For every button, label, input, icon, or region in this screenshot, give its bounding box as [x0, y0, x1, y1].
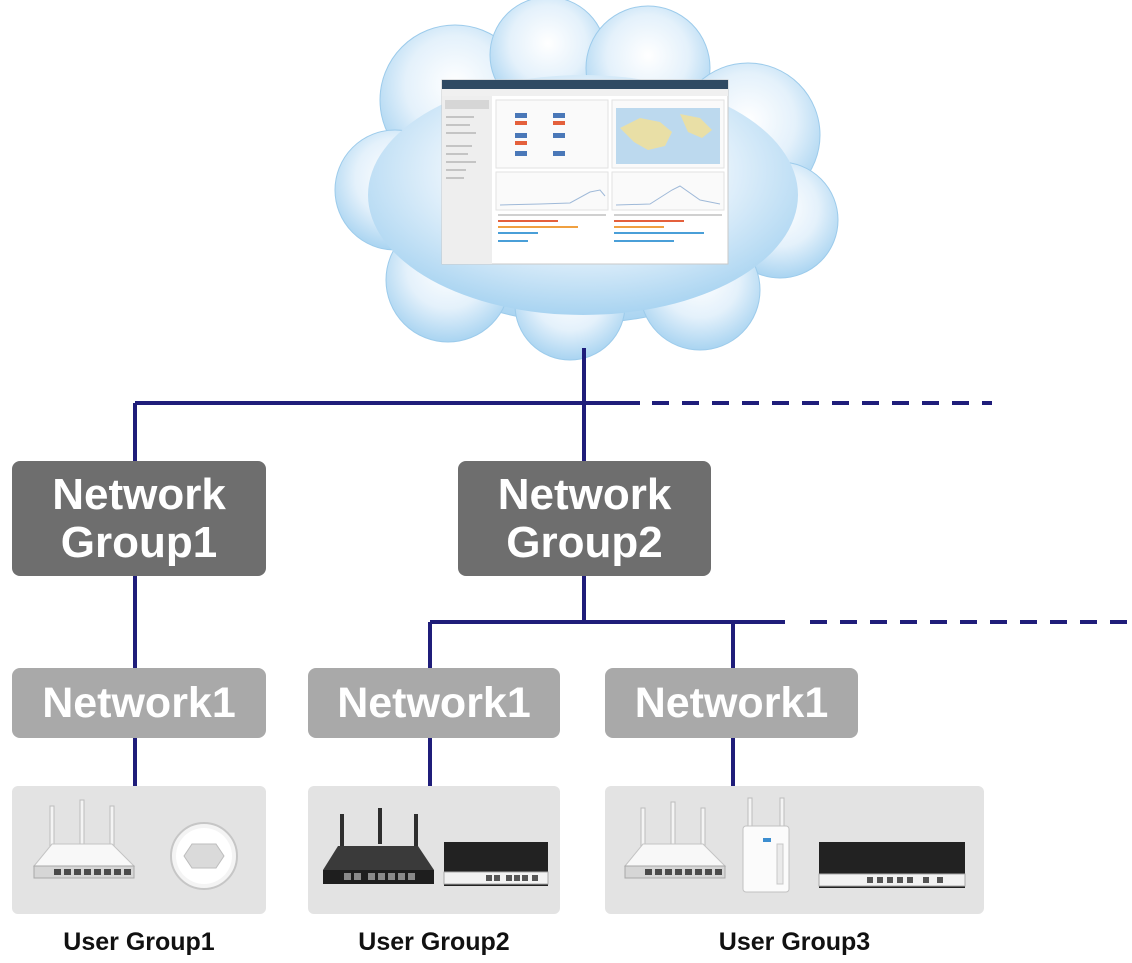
network1-box-user-group3: Network1 — [605, 668, 858, 738]
network-group1-box: Network Group1 — [12, 461, 266, 576]
range-extender-icon — [742, 797, 790, 893]
rack-router-icon — [443, 842, 549, 886]
network1-box-group1: Network1 — [12, 668, 266, 738]
network-group1-line2: Group1 — [60, 517, 218, 567]
user-group3-label: User Group3 — [718, 928, 871, 956]
user-group1-label: User Group1 — [63, 928, 215, 956]
network1-label-user-group3: Network1 — [634, 678, 829, 727]
connection-lines — [133, 348, 1132, 786]
rack-router-icon — [818, 842, 966, 888]
network1-label-user-group2: Network1 — [337, 678, 531, 727]
user-group2-label: User Group2 — [358, 928, 510, 956]
network-group2-line2: Group2 — [506, 517, 663, 567]
wifi-router-icon — [623, 801, 727, 879]
network1-label-group1: Network1 — [42, 678, 236, 727]
dashboard-screenshot — [441, 79, 729, 265]
ceiling-access-point-icon — [170, 822, 238, 890]
wifi-router-icon — [32, 799, 136, 879]
network-group2-box: Network Group2 — [458, 461, 711, 576]
black-router-icon — [323, 808, 434, 884]
network1-box-user-group2: Network1 — [308, 668, 560, 738]
user-group1-devices — [12, 786, 266, 914]
network-group2-line1: Network — [497, 469, 672, 519]
user-group3-devices — [605, 786, 984, 914]
user-group2-devices — [308, 786, 560, 914]
network-group1-line1: Network — [52, 469, 226, 519]
